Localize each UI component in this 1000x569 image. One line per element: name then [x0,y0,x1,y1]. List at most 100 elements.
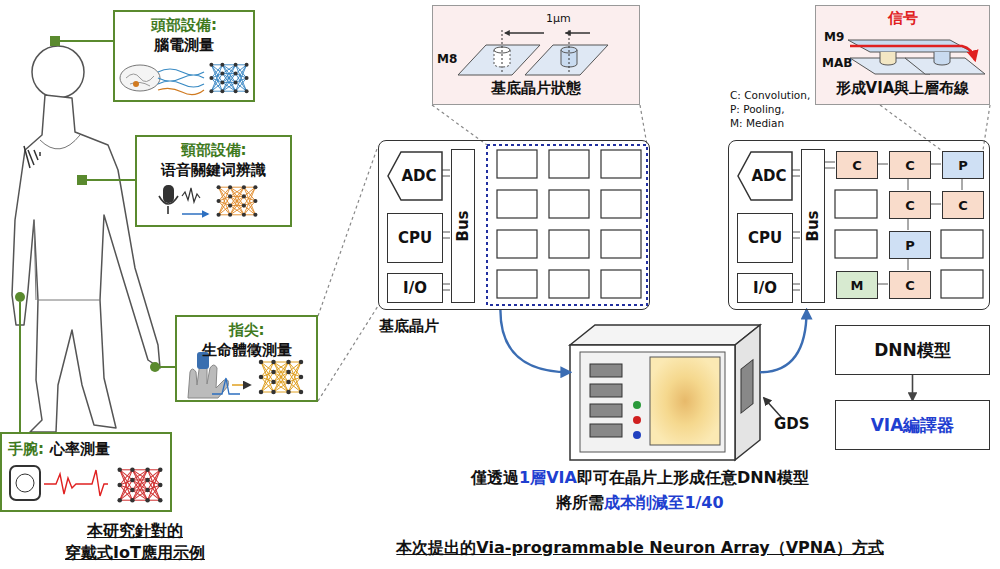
base-via-illustration [458,45,540,75]
microphone-icon [159,196,178,214]
chip-label: 基底晶片 [379,317,439,336]
base-via-illustration [506,33,590,34]
conv-cell: C [889,271,931,299]
watch-icon [10,466,40,500]
bus-wire [824,162,962,284]
note-text: 1層VIA [519,468,577,487]
microphone-icon [163,185,174,203]
cpu-block: CPU [737,213,793,263]
median-cell: M [836,271,878,299]
illustration [259,360,304,395]
io-block: I/O [737,273,793,303]
empty-cell [549,270,589,298]
block-label: M [851,278,864,293]
process-box: DNN模型 [835,325,990,375]
human-figure [24,146,40,168]
block-label: P [905,238,915,253]
flow-arrow [760,310,807,372]
human-figure [12,46,160,432]
callout-box: 頭部設備:腦電測量 [113,10,255,102]
brain-icon [158,69,204,87]
brain-icon [133,81,139,87]
bus-wire [792,170,800,290]
base-via-illustration [566,33,590,34]
io-block: I/O [387,273,443,303]
illustration [217,185,258,217]
base-via-illustration [502,30,569,72]
fab-machine: GDS [570,325,760,460]
zoom-line [983,105,990,150]
brain-icon [158,88,204,94]
zoom-line [640,105,647,145]
fingertip-icon [212,378,240,394]
fab-machine [590,364,622,377]
fab-machine [633,431,641,439]
zoom-line [880,105,941,150]
block-label: DNN模型 [874,339,951,362]
callout-heading: 手腕: [8,439,44,459]
wearable-device [50,36,60,46]
empty-cell [497,270,537,298]
watch-icon [16,474,34,492]
upper-via-illustration [880,52,896,65]
block-label: C [905,158,915,173]
wearable-device [150,362,160,372]
illustration [209,63,248,93]
callout-text: 生命體徵測量 [181,340,312,360]
zoom-line [318,306,378,401]
cpu-block: CPU [387,213,443,263]
illustration [117,468,162,503]
empty-cell [941,230,983,258]
empty-cell [549,230,589,258]
sentence-row: 將所需成本削減至1/40 [390,493,890,514]
block-label: ADC [751,167,786,185]
note-text: 即可在晶片上形成任意DNN模型 [577,468,809,487]
empty-cell [601,150,641,178]
brain-icon [120,65,204,95]
adc-outline [738,152,792,200]
callout-heading: 指尖: [181,320,312,340]
adc-block: ADC [387,151,443,201]
wearable-device [15,36,160,372]
human-figure [12,95,160,432]
key-text: P: Pooling, [730,103,785,115]
bus-label: Bus [454,210,472,241]
flow-arrow [500,310,570,372]
callout-heading: 頸部設備: [141,140,286,160]
block-label: ADC [401,167,436,185]
chip-box: 基底晶片ADCBusCPUI/O [378,140,650,310]
text-row: 手腕: 心率測量 [8,439,164,459]
fab-machine [590,384,622,397]
chip-box: ADCBusCPUI/OCCPCCPMC [728,140,990,310]
brain-icon [126,74,154,86]
callout-box: 指尖:生命體徵測量 [175,315,318,402]
human-figure [34,135,100,300]
block-label: VIA編譯器 [871,414,955,437]
base-via-illustration [458,30,608,75]
figure-caption: 本研究針對的 穿戴式IoT應用示例 [40,520,230,564]
block-label: C [905,278,915,293]
callout-text: 心率測量 [50,439,110,459]
fab-machine [633,401,641,409]
block-label: C [852,158,862,173]
fab-machine [570,325,782,460]
fab-machine [735,325,760,460]
callout-ground [815,5,990,105]
empty-cell [549,190,589,218]
adc-block: ADC [737,151,793,201]
empty-cell [601,190,641,218]
empty-cell [835,190,877,218]
bus-block: Bus [451,149,475,303]
zoom-callout: 信号形成VIA與上層布線 [815,5,990,105]
fab-machine [650,357,720,445]
flow-arrow [912,375,914,400]
block-label: P [958,158,968,173]
callout-box: 手腕: 心率測量 [0,432,172,512]
empty-cell [835,230,877,258]
bus-wire [442,162,962,290]
empty-cell [549,150,589,178]
block-label: CPU [398,229,432,247]
file-label: GDS [774,415,810,433]
empty-cell [601,230,641,258]
